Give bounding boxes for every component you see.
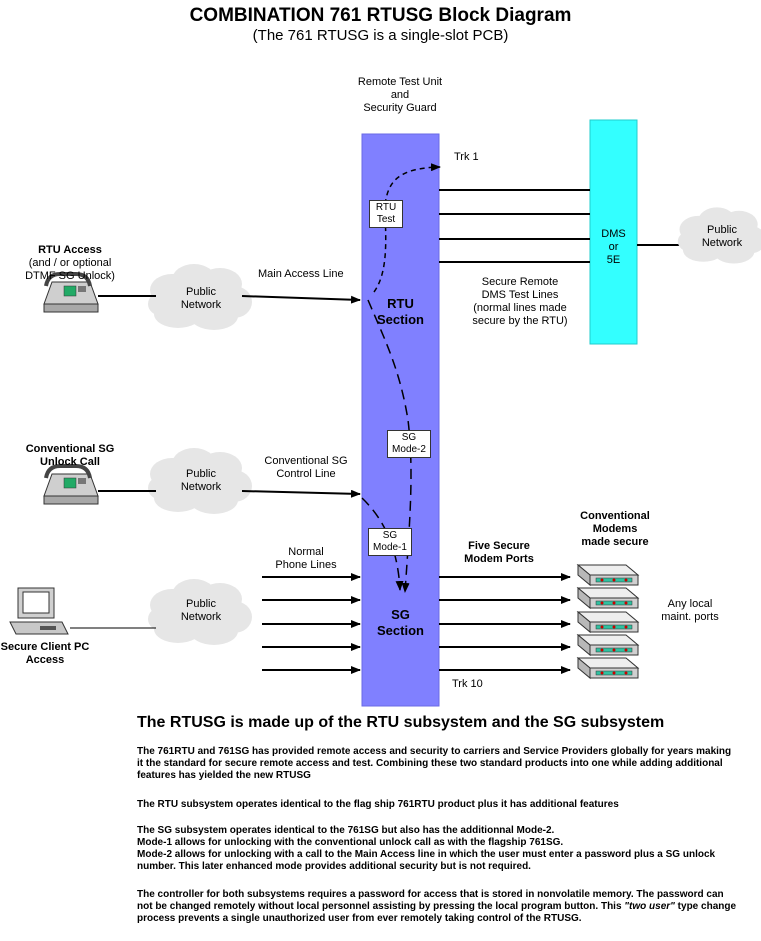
paragraph-3: The SG subsystem operates identical to t…	[137, 825, 716, 872]
modem-icon	[577, 564, 639, 586]
telephone-icon-sg	[42, 464, 100, 506]
paragraph-2: The RTU subsystem operates identical to …	[137, 799, 619, 810]
computer-icon	[9, 587, 69, 635]
modem-icon	[577, 657, 639, 679]
rtu-test-path	[373, 163, 441, 293]
section-heading: The RTUSG is made up of the RTU subsyste…	[137, 714, 665, 731]
main-access-line	[241, 295, 361, 304]
page-title: COMBINATION 761 RTUSG Block Diagram	[189, 5, 572, 26]
modem-icon	[577, 634, 639, 656]
rtu-trunk-lines	[439, 189, 590, 263]
modem-icon	[577, 587, 639, 609]
secure-modem-port-lines	[439, 573, 571, 674]
normal-phone-lines	[262, 573, 361, 674]
modem-icon	[577, 611, 639, 633]
paragraph-1: The 761RTU and 761SG has provided remote…	[137, 746, 732, 781]
main-access-line-label: Main Access Line	[258, 268, 344, 280]
dms-switch-block	[589, 119, 638, 345]
rtusg-unit-block	[361, 133, 440, 707]
rtu-access-label: RTU Access (and / or optional DTMF SG Un…	[25, 244, 115, 282]
trk10-label: Trk 10	[452, 678, 483, 690]
sg-mode1-path	[361, 497, 404, 591]
conventional-sg-control-line	[241, 489, 361, 498]
trk1-label: Trk 1	[454, 151, 479, 163]
paragraph-4: The controller for both subsystems requi…	[137, 889, 737, 924]
page-subtitle: (The 761 RTUSG is a single-slot PCB)	[252, 27, 509, 44]
